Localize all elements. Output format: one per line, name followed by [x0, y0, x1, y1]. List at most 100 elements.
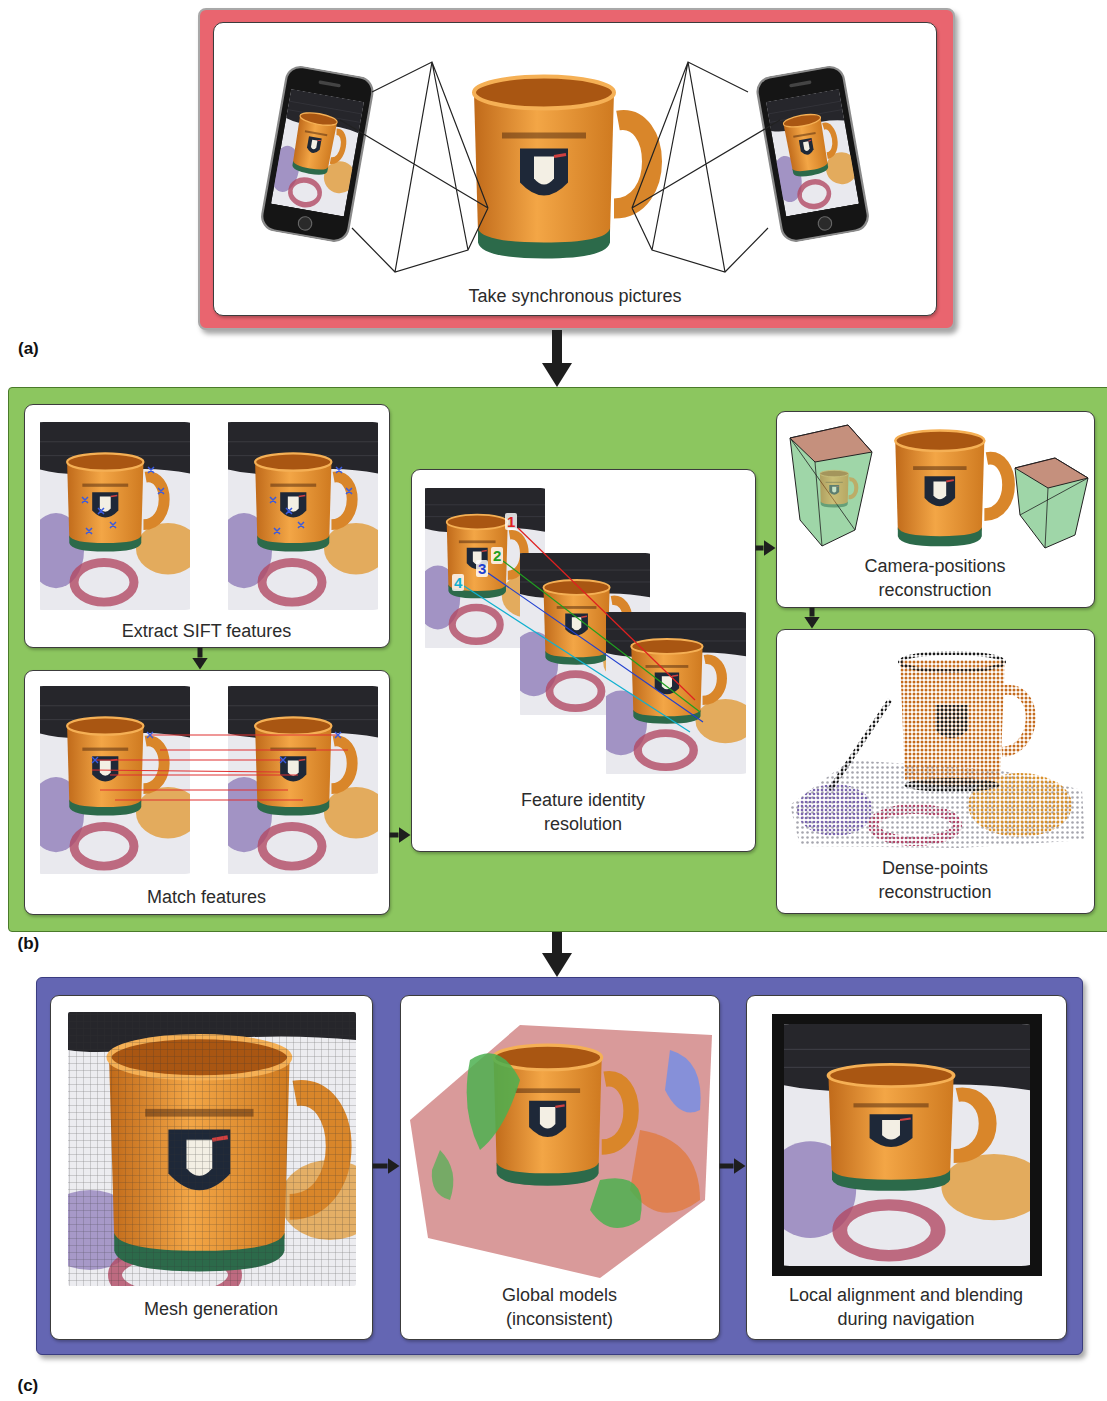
- illustration-part: [630, 1130, 700, 1213]
- illustration-part: [115, 1250, 235, 1286]
- box-caption: Extract SIFT features: [122, 619, 292, 643]
- flow-arrow: [390, 833, 399, 838]
- box-caption: Dense-points reconstruction: [850, 856, 1020, 905]
- illustration-part: [1015, 458, 1088, 488]
- illustration-part: [216, 422, 388, 610]
- feature-number: 1: [505, 513, 517, 530]
- mesh-view: [68, 1012, 356, 1286]
- illustration-part: [432, 1150, 454, 1200]
- illustration-part: [797, 784, 873, 836]
- phone-right: [755, 65, 870, 243]
- phone-left: [260, 65, 375, 243]
- process-box: Global models (inconsistent): [400, 995, 720, 1340]
- box-caption: Camera-positions reconstruction: [835, 554, 1035, 603]
- illustration-part: [665, 1050, 701, 1113]
- illustration-part: [92, 732, 341, 763]
- box-caption: Global models (inconsistent): [477, 1283, 642, 1332]
- flow-arrow: [756, 546, 764, 551]
- illustration-part: [935, 705, 968, 738]
- panel-band: Take synchronous pictures(a): [198, 8, 955, 330]
- illustration-part: [900, 660, 1005, 786]
- match-photos: [28, 686, 388, 874]
- flow-arrow: [198, 648, 203, 658]
- panel-label: (c): [18, 1376, 39, 1395]
- illustration-part: [510, 553, 659, 715]
- process-box: Extract SIFT features: [24, 404, 390, 648]
- feature-number: 4: [452, 574, 464, 591]
- panel-band: Mesh generation Global models (inconsiste…: [36, 977, 1083, 1355]
- view-frustum: [340, 62, 488, 272]
- process-box: Dense-points reconstruction: [776, 629, 1095, 914]
- illustration-part: [595, 612, 756, 774]
- illustration-part: [764, 1024, 1046, 1266]
- illustration-part: [1020, 478, 1088, 548]
- illustration-part: [790, 425, 872, 546]
- illustration-part: [92, 735, 348, 800]
- illustration-part: [109, 1037, 339, 1272]
- panel-band: Extract SIFT featuresMatch features Featu…: [8, 387, 1107, 932]
- sift-photos: [28, 422, 388, 610]
- track-photos: [415, 488, 755, 774]
- illustration-part: [68, 1012, 356, 1286]
- process-box: Local alignment and blending during navi…: [746, 995, 1067, 1340]
- box-caption: Feature identity resolution: [496, 788, 671, 837]
- process-box: Take synchronous pictures: [213, 22, 937, 316]
- illustration-part: [68, 1012, 356, 1286]
- illustration-part: [790, 760, 1085, 848]
- illustration-part: [518, 528, 695, 700]
- illustration-part: [873, 809, 957, 841]
- flow-arrow: [552, 330, 562, 363]
- panel-label: (a): [18, 339, 39, 358]
- illustration-part: [410, 1025, 712, 1278]
- illustration-part: [820, 470, 856, 507]
- illustration-part: [900, 653, 1004, 671]
- illustration-part: [68, 1190, 140, 1270]
- process-box: Camera-positions reconstruction: [776, 411, 1095, 608]
- illustration-part: [216, 686, 388, 874]
- box-caption: Mesh generation: [144, 1297, 278, 1321]
- process-box: Match features: [24, 670, 390, 915]
- illustration-part: [895, 431, 1008, 547]
- process-box: Mesh generation: [50, 995, 373, 1340]
- process-box: Feature identity resolution: [411, 469, 756, 852]
- illustration-part: [280, 1160, 356, 1240]
- feature-number: 2: [491, 547, 503, 564]
- illustration-part: [590, 1178, 642, 1228]
- illustration-part: [28, 686, 200, 874]
- illustration-part: [82, 467, 352, 534]
- illustration-part: [830, 700, 890, 790]
- flow-arrow: [720, 1164, 734, 1169]
- box-caption: Local alignment and blending during navi…: [774, 1283, 1039, 1332]
- camera-frusta: [790, 425, 1088, 548]
- mug: [474, 77, 652, 259]
- feature-number: 3: [476, 560, 488, 577]
- illustration-part: [1015, 458, 1088, 548]
- illustration-part: [772, 1014, 1042, 1276]
- flow-arrow: [373, 1164, 388, 1169]
- illustration-part: [755, 65, 870, 243]
- illustration-part: [488, 573, 703, 722]
- illustration-part: [1002, 690, 1031, 752]
- box-caption: Take synchronous pictures: [468, 284, 681, 308]
- capture-scene: [260, 62, 870, 272]
- illustration-part: [503, 561, 700, 712]
- flow-arrow: [552, 932, 562, 953]
- illustration-part: [68, 1012, 356, 1052]
- global-model: [410, 1025, 712, 1278]
- blended-view: [764, 1014, 1046, 1276]
- illustration-part: [464, 586, 690, 732]
- illustration-part: [790, 425, 872, 462]
- illustration-part: [904, 778, 1000, 792]
- view-frustum: [632, 62, 780, 272]
- flow-arrow: [810, 608, 815, 617]
- box-caption: Match features: [147, 885, 266, 909]
- panel-label: (b): [18, 934, 40, 953]
- illustration-part: [494, 1045, 632, 1186]
- illustration-part: [260, 65, 375, 243]
- point-cloud: [790, 653, 1085, 848]
- illustration-part: [28, 422, 200, 610]
- illustration-part: [467, 1053, 520, 1150]
- illustration-part: [415, 488, 553, 648]
